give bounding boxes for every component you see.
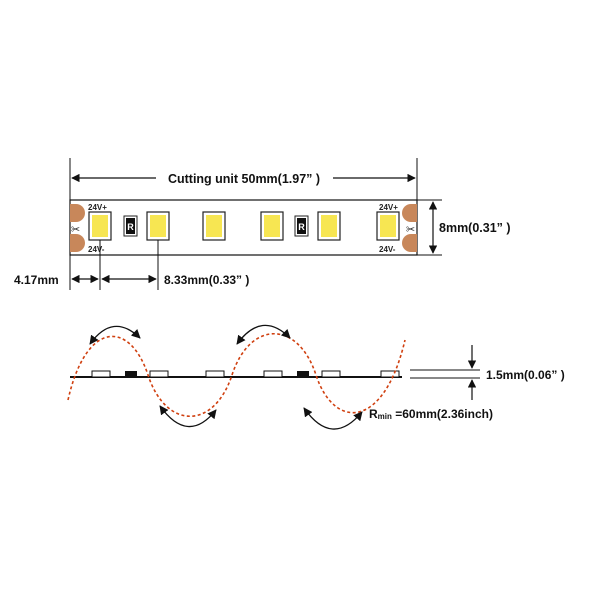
plus-label-right: 24V+ bbox=[379, 203, 398, 212]
resistor-2: R bbox=[294, 215, 309, 237]
min-bend-radius-label: Rmin =60mm(2.36inch) bbox=[369, 407, 493, 421]
svg-text:R: R bbox=[298, 222, 305, 232]
minus-label-right: 24V- bbox=[379, 245, 396, 254]
scissors-icon-left: ✂ bbox=[71, 224, 80, 236]
solder-pad-right-bottom bbox=[402, 234, 417, 252]
cutting-unit-dimension: Cutting unit 50mm(1.97” ) bbox=[69, 158, 418, 202]
solder-pad-right-top bbox=[402, 204, 417, 222]
strip-body bbox=[69, 199, 418, 256]
plus-label-left: 24V+ bbox=[88, 203, 107, 212]
thickness-dimension: 1.5mm(0.06” ) bbox=[410, 345, 565, 400]
led-pitch-dimension: 8.33mm(0.33” ) bbox=[101, 240, 249, 290]
strip-side-view bbox=[70, 370, 402, 378]
led-5 bbox=[317, 211, 341, 241]
pad-offset-dimension: 4.17mm bbox=[14, 240, 101, 290]
resistor-1: R bbox=[123, 215, 138, 237]
pad-offset-label: 4.17mm bbox=[14, 273, 59, 287]
minus-label-left: 24V- bbox=[88, 245, 105, 254]
cutting-unit-label: Cutting unit 50mm(1.97” ) bbox=[168, 172, 320, 186]
thickness-label: 1.5mm(0.06” ) bbox=[486, 368, 565, 382]
led-1 bbox=[88, 211, 112, 241]
solder-pad-left-top bbox=[70, 204, 85, 222]
strip-width-dimension: 8mm(0.31” ) bbox=[417, 199, 511, 256]
led-3 bbox=[202, 211, 226, 241]
bend-arrow-2 bbox=[159, 405, 217, 428]
svg-text:R: R bbox=[127, 222, 134, 232]
scissors-icon-right: ✂ bbox=[406, 224, 415, 236]
led-4 bbox=[260, 211, 284, 241]
bend-arrow-1 bbox=[89, 325, 141, 345]
solder-pad-left-bottom bbox=[70, 234, 85, 252]
led-2 bbox=[146, 211, 170, 241]
strip-width-label: 8mm(0.31” ) bbox=[439, 221, 511, 235]
bend-arrow-4 bbox=[303, 407, 363, 430]
bend-arrow-3 bbox=[236, 324, 291, 345]
bend-curve bbox=[67, 333, 406, 417]
led-pitch-label: 8.33mm(0.33” ) bbox=[164, 273, 249, 287]
led-6 bbox=[376, 211, 400, 241]
strip-top-view: ✂ ✂ 24V+ 24V- 24V+ 24V- R R bbox=[69, 199, 418, 256]
